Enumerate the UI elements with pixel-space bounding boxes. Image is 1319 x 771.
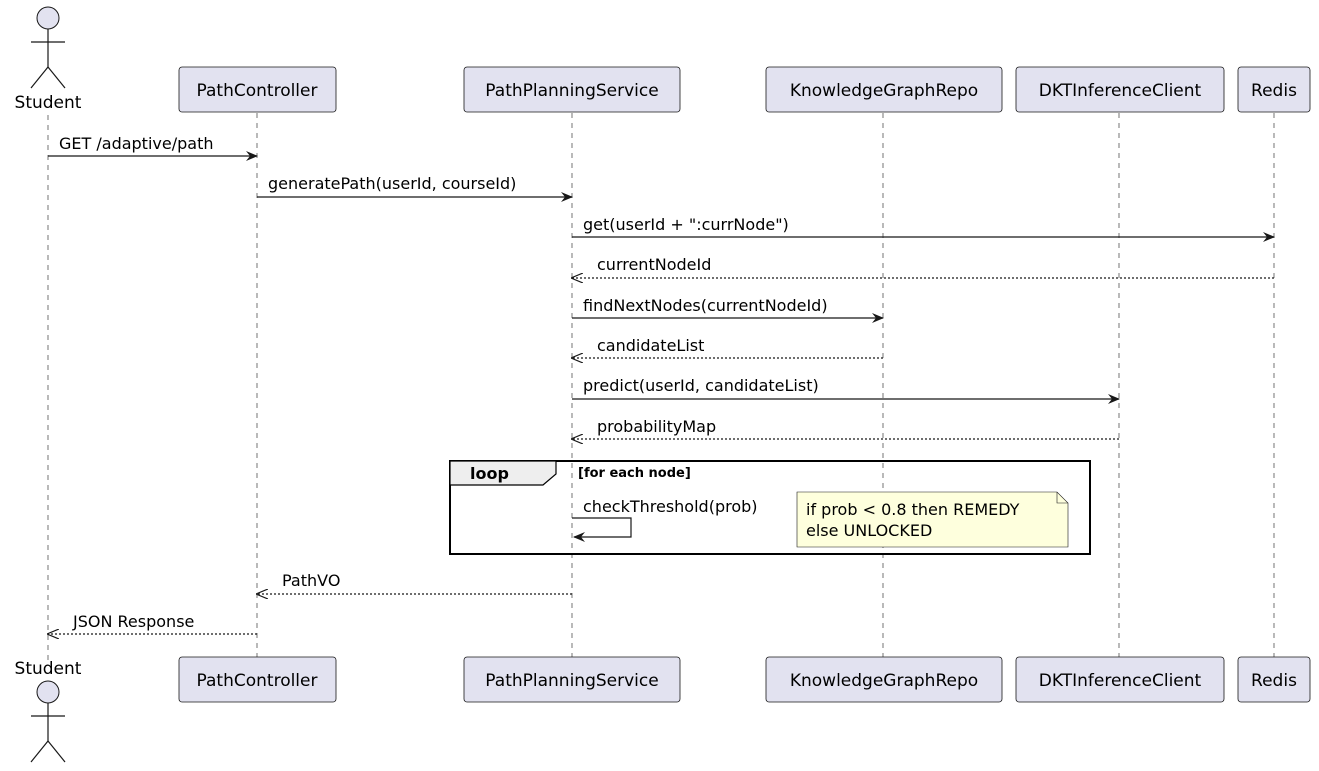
svg-text:checkThreshold(prob): checkThreshold(prob) xyxy=(583,497,758,516)
participant-label: KnowledgeGraphRepo xyxy=(790,671,978,691)
message-check-threshold: checkThreshold(prob) xyxy=(572,497,758,542)
actor-student-top: Student xyxy=(15,6,82,113)
participant-label: DKTInferenceClient xyxy=(1039,671,1202,691)
participant-label: DKTInferenceClient xyxy=(1039,81,1202,101)
participant-pathcontroller-bottom: PathController xyxy=(178,656,337,703)
svg-text:generatePath(userId, courseId): generatePath(userId, courseId) xyxy=(268,174,516,193)
loop-keyword: loop xyxy=(470,464,509,483)
participant-dktinferenceclient-bottom: DKTInferenceClient xyxy=(1015,656,1225,703)
return-path-vo: PathVO xyxy=(257,571,572,594)
actor-label-bottom: Student xyxy=(15,659,82,679)
svg-text:candidateList: candidateList xyxy=(597,336,704,355)
return-current-node-id: currentNodeId xyxy=(572,255,1274,278)
message-redis-get: get(userId + ":currNode") xyxy=(572,215,1275,242)
loop-guard: [for each node] xyxy=(578,466,691,481)
message-get-adaptive-path: GET /adaptive/path xyxy=(48,134,258,161)
participant-pathplanningservice-bottom: PathPlanningService xyxy=(463,656,681,703)
message-find-next-nodes: findNextNodes(currentNodeId) xyxy=(572,296,884,323)
svg-text:predict(userId, candidateList): predict(userId, candidateList) xyxy=(583,376,819,395)
loop-fragment: loop [for each node] xyxy=(449,460,1091,555)
participant-label: PathPlanningService xyxy=(485,81,658,101)
participant-pathcontroller-top: PathController xyxy=(178,66,337,113)
actor-head-icon xyxy=(36,6,60,30)
actor-head-icon xyxy=(36,680,60,704)
svg-text:JSON Response: JSON Response xyxy=(72,612,194,631)
svg-text:probabilityMap: probabilityMap xyxy=(597,417,716,436)
participant-pathplanningservice-top: PathPlanningService xyxy=(463,66,681,113)
participant-label: PathPlanningService xyxy=(485,671,658,691)
svg-text:get(userId + ":currNode"): get(userId + ":currNode") xyxy=(583,215,789,234)
note-line-1: if prob < 0.8 then REMEDY xyxy=(806,500,1020,519)
return-probability-map: probabilityMap xyxy=(572,417,1119,439)
participant-label: Redis xyxy=(1251,81,1297,101)
participant-knowledgegraphrepo-top: KnowledgeGraphRepo xyxy=(765,66,1003,113)
svg-text:currentNodeId: currentNodeId xyxy=(597,255,711,274)
return-json-response: JSON Response xyxy=(48,612,257,634)
threshold-note: if prob < 0.8 then REMEDY else UNLOCKED xyxy=(796,491,1069,548)
participant-label: KnowledgeGraphRepo xyxy=(790,81,978,101)
participant-redis-bottom: Redis xyxy=(1237,656,1311,703)
participant-label: PathController xyxy=(197,671,318,691)
participant-label: Redis xyxy=(1251,671,1297,691)
participant-knowledgegraphrepo-bottom: KnowledgeGraphRepo xyxy=(765,656,1003,703)
return-candidate-list: candidateList xyxy=(572,336,883,358)
participant-label: PathController xyxy=(197,81,318,101)
message-generate-path: generatePath(userId, courseId) xyxy=(257,174,573,202)
actor-label-top: Student xyxy=(15,93,82,113)
participant-redis-top: Redis xyxy=(1237,66,1311,113)
actor-student-bottom: Student xyxy=(15,659,82,763)
message-predict: predict(userId, candidateList) xyxy=(572,376,1120,404)
svg-text:findNextNodes(currentNodeId): findNextNodes(currentNodeId) xyxy=(583,296,828,315)
svg-text:GET /adaptive/path: GET /adaptive/path xyxy=(59,134,213,153)
svg-text:PathVO: PathVO xyxy=(282,571,340,590)
participant-dktinferenceclient-top: DKTInferenceClient xyxy=(1015,66,1225,113)
note-line-2: else UNLOCKED xyxy=(806,521,932,540)
